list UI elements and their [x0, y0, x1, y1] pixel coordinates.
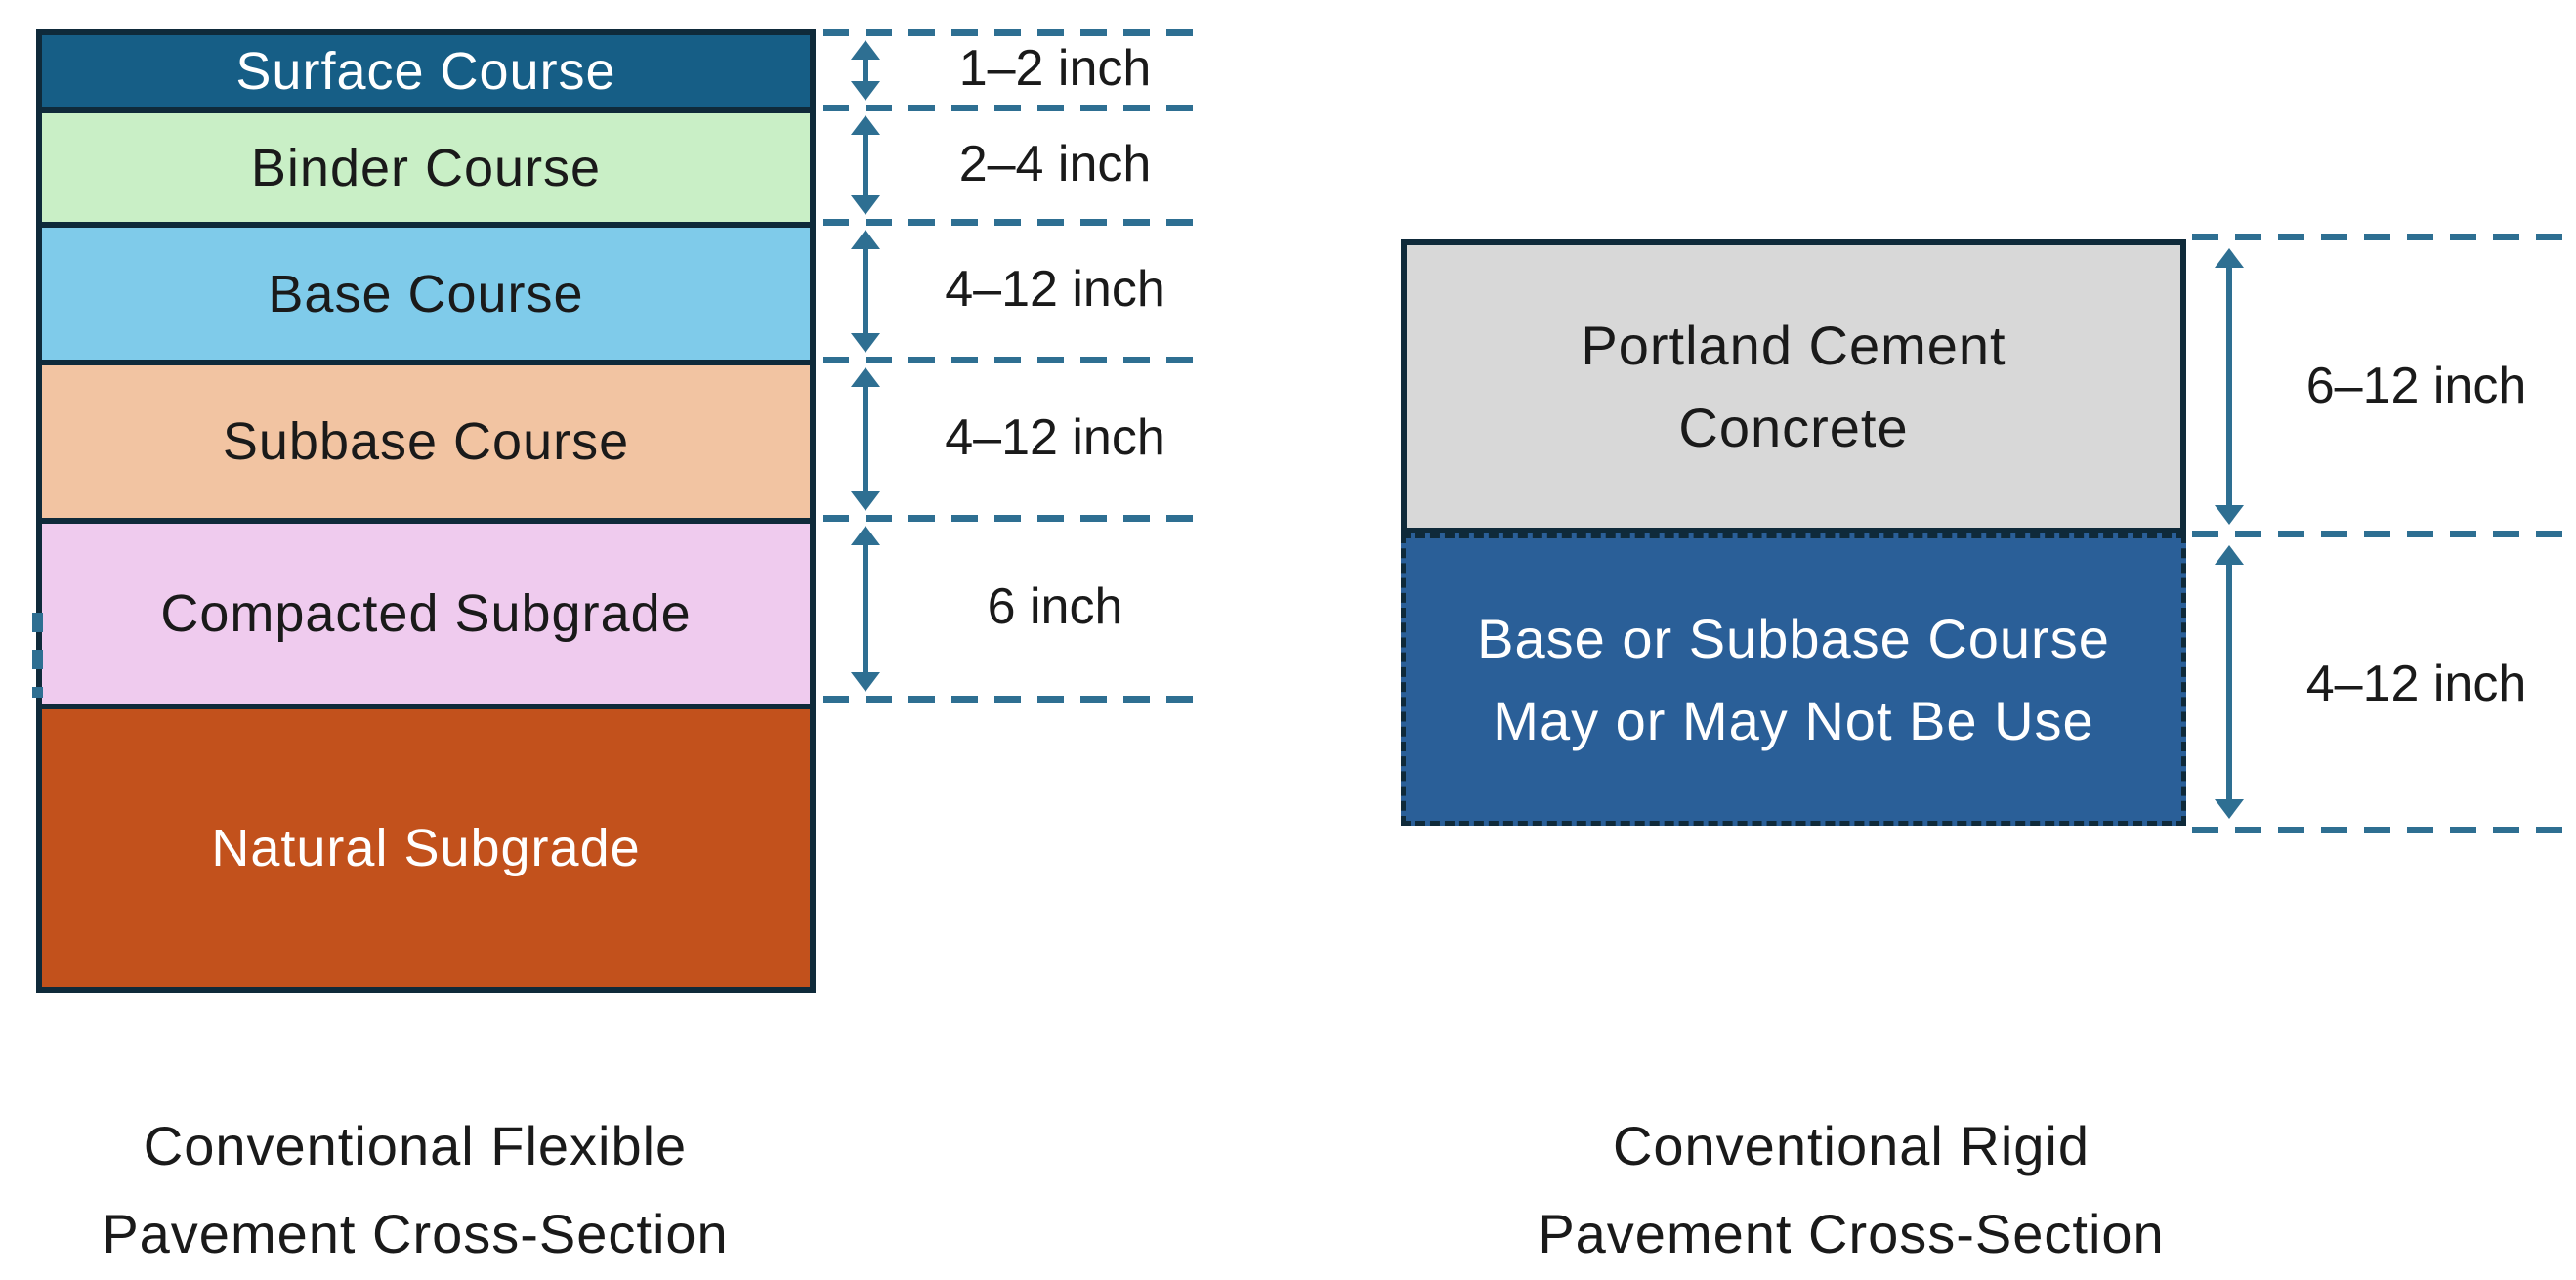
dimension-arrow — [851, 367, 880, 511]
layer-surface-course: Surface Course — [42, 35, 810, 107]
layer-label: Binder Course — [250, 138, 602, 197]
caption-line: Pavement Cross-Section — [102, 1203, 729, 1264]
dimension-arrow — [851, 115, 880, 215]
dimension-line — [823, 515, 1194, 522]
arrowhead-down-icon — [2215, 799, 2244, 819]
flexible-pavement-stack: Surface Course Binder Course Base Course… — [36, 29, 816, 993]
dimension-arrow — [851, 230, 880, 353]
caption-line: Pavement Cross-Section — [1538, 1203, 2165, 1264]
layer-portland-cement-concrete: Portland Cement Concrete — [1401, 239, 2186, 533]
arrow-shaft — [863, 381, 868, 497]
layer-label: Base or Subbase Course — [1477, 607, 2110, 669]
arrow-shaft — [863, 54, 868, 87]
dimension-line — [823, 219, 1194, 226]
dimension-arrow — [2215, 545, 2244, 819]
dimension-arrow — [851, 40, 880, 101]
arrowhead-up-icon — [851, 367, 880, 387]
arrowhead-down-icon — [851, 81, 880, 101]
layer-binder-course: Binder Course — [42, 113, 810, 222]
layer-label: Concrete — [1678, 396, 1909, 458]
layer-label: Compacted Subgrade — [160, 584, 692, 643]
dimension-label: 6–12 inch — [2305, 358, 2527, 414]
dimension-line — [823, 357, 1194, 363]
arrowhead-up-icon — [851, 526, 880, 545]
layer-label: Portland Cement — [1581, 314, 2006, 376]
arrowhead-down-icon — [851, 491, 880, 511]
caption-line: Conventional Flexible — [143, 1115, 688, 1176]
arrowhead-up-icon — [851, 40, 880, 60]
dimension-label: 1–2 inch — [958, 40, 1152, 97]
caption-line: Conventional Rigid — [1612, 1115, 2090, 1176]
arrowhead-up-icon — [2215, 545, 2244, 565]
layer-label: Base Course — [268, 264, 584, 323]
dimension-label: 4–12 inch — [2305, 656, 2527, 712]
layer-base-course: Base Course — [42, 228, 810, 360]
arrowhead-up-icon — [851, 115, 880, 135]
layer-base-or-subbase: Base or Subbase Course May or May Not Be… — [1401, 533, 2186, 826]
dimension-label: 4–12 inch — [945, 409, 1165, 466]
right-caption: Conventional Rigid Pavement Cross-Sectio… — [1451, 1102, 2252, 1278]
layer-label: Surface Course — [235, 42, 616, 101]
stray-dashed-segment — [32, 613, 43, 698]
layer-subbase-course: Subbase Course — [42, 365, 810, 518]
layer-natural-subgrade: Natural Subgrade — [42, 709, 810, 987]
layer-label: Subbase Course — [222, 412, 630, 471]
left-caption: Conventional Flexible Pavement Cross-Sec… — [15, 1102, 816, 1278]
dimension-line — [823, 105, 1194, 111]
dimension-label: 6 inch — [987, 578, 1123, 635]
dimension-arrow — [851, 526, 880, 692]
dimension-line — [2192, 531, 2576, 537]
arrowhead-down-icon — [851, 333, 880, 353]
arrow-shaft — [863, 243, 868, 339]
arrow-shaft — [2226, 559, 2232, 805]
arrowhead-up-icon — [2215, 248, 2244, 268]
dimension-label: 2–4 inch — [958, 136, 1152, 192]
dimension-line — [823, 29, 1194, 36]
arrow-shaft — [863, 539, 868, 678]
arrowhead-up-icon — [851, 230, 880, 249]
dimension-line — [2192, 234, 2576, 240]
arrowhead-down-icon — [2215, 505, 2244, 525]
dimension-line — [823, 696, 1194, 703]
layer-compacted-subgrade: Compacted Subgrade — [42, 524, 810, 704]
dimension-line — [2192, 827, 2576, 833]
dimension-label: 4–12 inch — [945, 261, 1165, 318]
arrow-shaft — [2226, 262, 2232, 511]
arrow-shaft — [863, 129, 868, 201]
arrowhead-down-icon — [851, 672, 880, 692]
layer-label: Natural Subgrade — [211, 819, 641, 877]
dimension-arrow — [2215, 248, 2244, 525]
arrowhead-down-icon — [851, 195, 880, 215]
layer-label: May or May Not Be Use — [1493, 689, 2094, 751]
